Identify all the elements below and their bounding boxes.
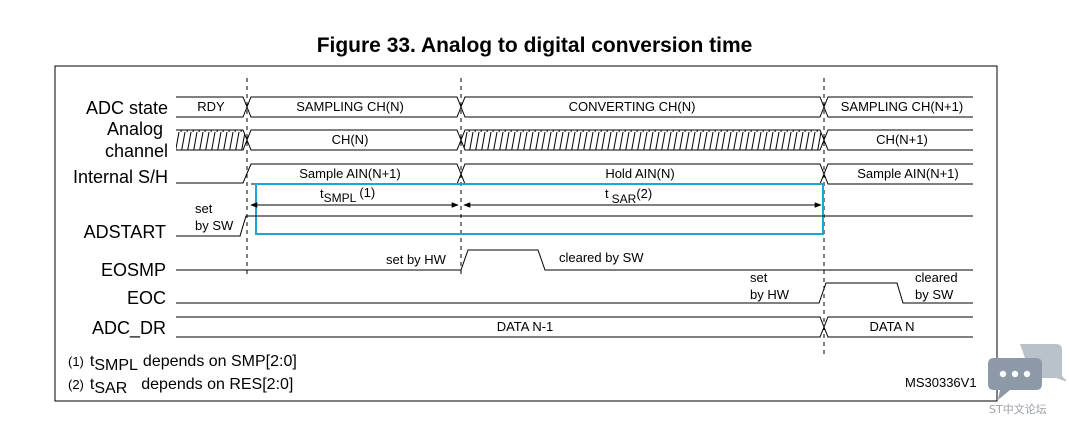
label-eoc: EOC xyxy=(127,288,166,308)
adc-dr-data-n-1: DATA N-1 xyxy=(497,319,554,334)
adc-state-rdy: RDY xyxy=(197,99,225,114)
sh-hold: Hold AIN(N) xyxy=(605,166,674,181)
label-adc-dr: ADC_DR xyxy=(92,318,166,339)
adstart-set: set xyxy=(195,201,213,216)
eosmp-cleared-by-sw: cleared by SW xyxy=(559,250,644,265)
label-internal-sh: Internal S/H xyxy=(73,167,168,187)
adc-dr-data-n: DATA N xyxy=(869,319,914,334)
bus-adc-state xyxy=(176,96,973,118)
wave-eosmp xyxy=(176,249,973,271)
adc-state-sampling: SAMPLING CH(N) xyxy=(296,99,404,114)
timing-highlight-box xyxy=(255,183,824,235)
chat-bubble-icon xyxy=(988,344,1066,400)
figure-frame xyxy=(54,65,998,402)
wave-adstart xyxy=(176,215,973,237)
label-t-smpl: tSMPL(1) xyxy=(320,185,375,205)
bus-adc-dr xyxy=(176,316,973,338)
label-adstart: ADSTART xyxy=(84,222,166,242)
figure-id: MS30336V1 xyxy=(905,375,977,390)
wave-eoc xyxy=(176,282,973,304)
sh-sample-1: Sample AIN(N+1) xyxy=(299,166,401,181)
eosmp-set-by-hw: set by HW xyxy=(386,252,447,267)
bus-analog-channel xyxy=(176,129,973,151)
analog-channel-n: CH(N) xyxy=(332,132,369,147)
eoc-set: set xyxy=(750,270,768,285)
label-eosmp: EOSMP xyxy=(101,260,166,280)
label-adc-state: ADC state xyxy=(86,98,168,118)
analog-channel-n1: CH(N+1) xyxy=(876,132,928,147)
label-analog-channel-2: channel xyxy=(105,141,168,161)
adc-state-converting: CONVERTING CH(N) xyxy=(569,99,696,114)
adc-state-sampling-next: SAMPLING CH(N+1) xyxy=(841,99,963,114)
figure-title: Figure 33. Analog to digital conversion … xyxy=(316,34,753,57)
sh-sample-2: Sample AIN(N+1) xyxy=(857,166,959,181)
watermark-text: ST中文论坛 xyxy=(989,403,1047,416)
label-analog-channel-1: Analog xyxy=(107,119,163,139)
adstart-by-sw: by SW xyxy=(195,218,234,233)
eoc-cleared: cleared xyxy=(915,270,958,285)
bus-internal-sh xyxy=(176,163,973,185)
eoc-by-hw: by HW xyxy=(750,287,790,302)
eoc-by-sw: by SW xyxy=(915,287,954,302)
